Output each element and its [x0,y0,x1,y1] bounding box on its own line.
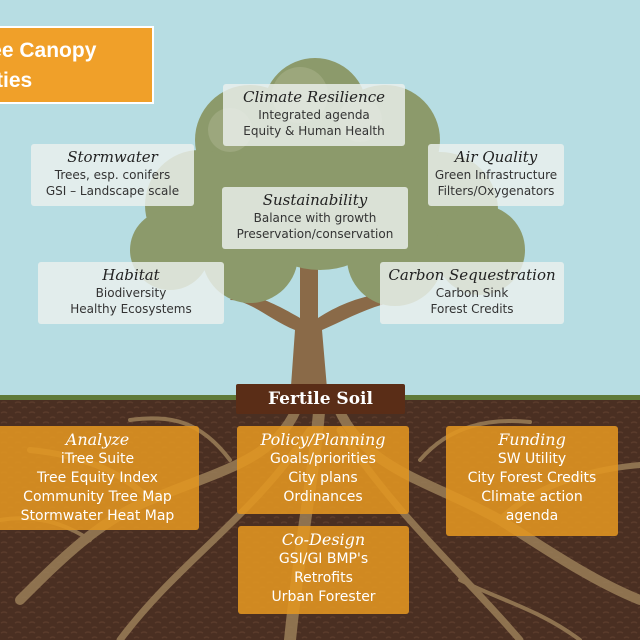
box-heading: Climate Resilience [243,88,385,106]
box-line: Retrofits [294,570,353,586]
box-line: Integrated agenda [258,108,370,122]
box-line: Ordinances [283,489,363,505]
root-box-co-design: Co-Design GSI/GI BMP's Retrofits Urban F… [238,526,409,614]
box-line: Climate action [481,489,583,505]
canopy-box-habitat: Habitat Biodiversity Healthy Ecosystems [38,262,224,324]
box-heading: Sustainability [262,191,368,209]
canopy-box-climate-resilience: Climate Resilience Integrated agenda Equ… [223,84,405,146]
box-line: Balance with growth [253,211,377,225]
box-line: Urban Forester [271,589,376,605]
title-line-1: ree Canopy [0,39,97,62]
canopy-box-sustainability: Sustainability Balance with growth Prese… [222,187,408,249]
canopy-box-air-quality: Air Quality Green Infrastructure Filters… [428,144,564,206]
box-line: Tree Equity Index [37,470,158,486]
box-line: iTree Suite [60,451,135,467]
box-line: City Forest Credits [467,470,597,486]
box-line: Carbon Sink [435,286,509,300]
tree-trunk [230,250,394,400]
box-line: Filters/Oxygenators [437,184,555,198]
box-line: Community Tree Map [23,489,172,505]
root-box-funding: Funding SW Utility City Forest Credits C… [446,426,618,536]
root-box-policy-planning: Policy/Planning Goals/priorities City pl… [237,426,409,514]
canopy-box-carbon-sequestration: Carbon Sequestration Carbon Sink Forest … [380,262,564,324]
box-line: GSI – Landscape scale [45,184,180,198]
box-line: Healthy Ecosystems [70,302,192,316]
box-heading: Analyze [65,430,130,449]
box-line: Equity & Human Health [243,124,385,138]
box-line: Stormwater Heat Map [20,508,175,524]
title-line-2: rities [0,69,33,92]
fertile-soil-label: Fertile Soil [236,384,405,414]
box-heading: Carbon Sequestration [388,266,556,284]
box-heading: Stormwater [67,148,158,166]
box-line: agenda [505,508,559,524]
box-line: Forest Credits [430,302,514,316]
canopy-box-stormwater: Stormwater Trees, esp. conifers GSI – La… [31,144,194,206]
box-heading: Habitat [102,266,160,284]
box-line: Trees, esp. conifers [54,168,171,182]
box-line: SW Utility [497,451,567,467]
box-line: Green Infrastructure [434,168,558,182]
box-line: Preservation/conservation [236,227,394,241]
root-box-analyze: Analyze iTree Suite Tree Equity Index Co… [0,426,199,530]
title-banner: ree Canopy rities [0,26,154,104]
box-heading: Air Quality [454,148,538,166]
box-line: GSI/GI BMP's [278,551,369,567]
box-line: Biodiversity [95,286,167,300]
box-line: City plans [288,470,358,486]
box-line: Goals/priorities [270,451,376,467]
box-heading: Co-Design [281,530,366,549]
box-heading: Policy/Planning [260,430,386,449]
box-heading: Funding [498,430,566,449]
